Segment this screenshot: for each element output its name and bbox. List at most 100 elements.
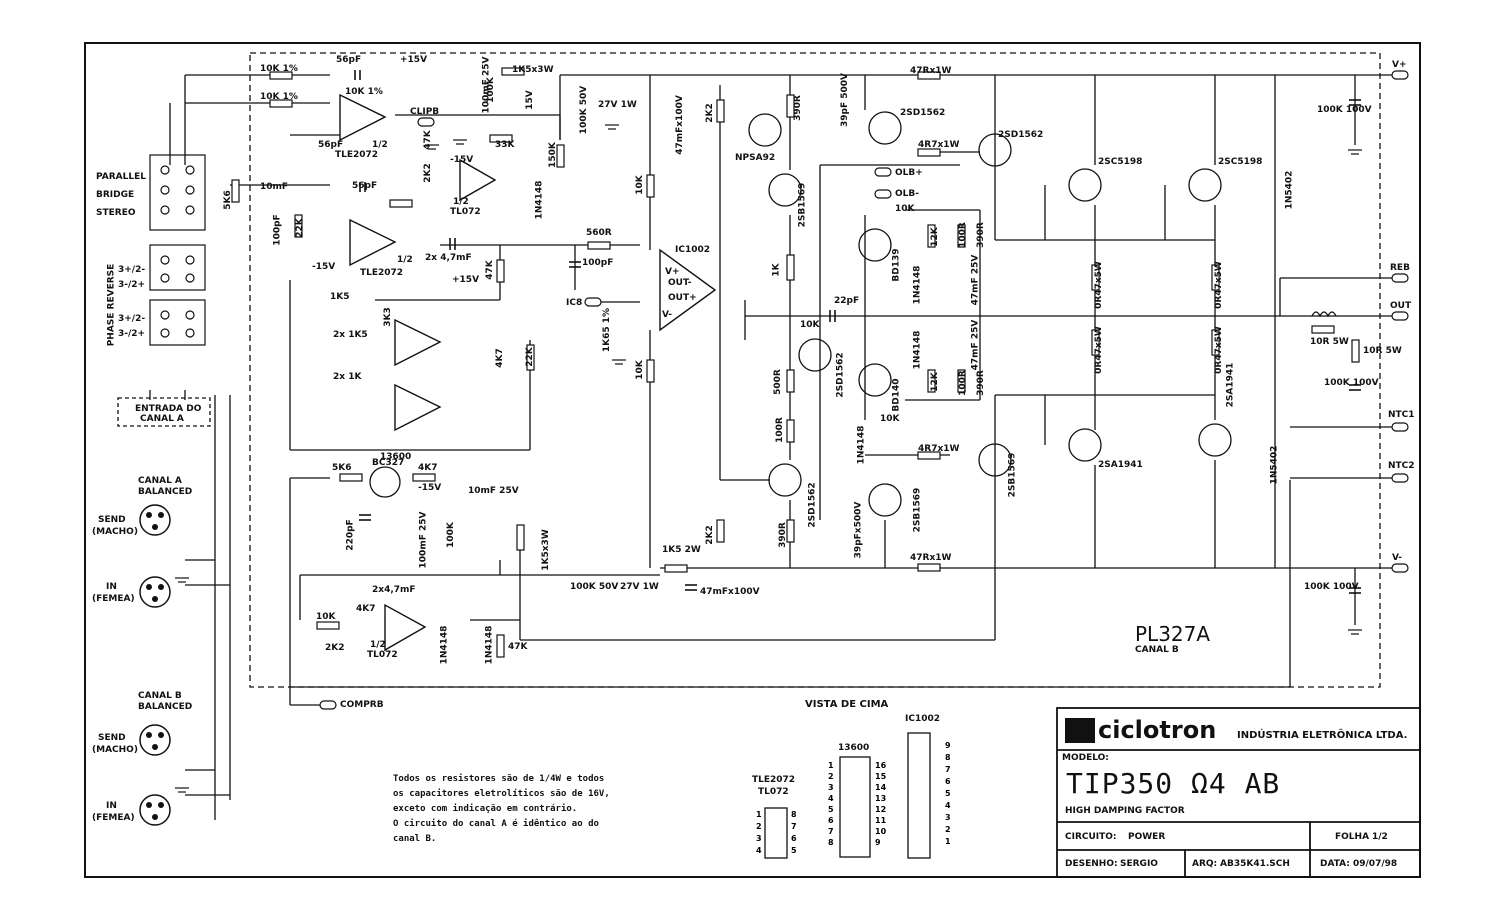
ic-pin-number: 13 [875,794,886,803]
ic-pin-number: 8 [791,810,797,819]
resistor-symbols [231,67,1360,658]
r0r47-b-label: 0R47x5W [1093,326,1104,374]
c100k100v-b-label: 100K 100V [1304,582,1359,592]
ic-pin-number: 2 [828,772,834,781]
half-c-label: 1/2 [453,197,469,207]
r47rx1w-a-label: 47Rx1W [910,66,952,76]
capacitor-symbols [354,70,1361,594]
d1n4148-a-label: 1N4148 [534,180,545,220]
c56p-b-label: 56pF [318,140,344,150]
r1k5-a-label: 1K5 [330,292,350,302]
ntc1-label: NTC1 [1388,410,1415,420]
r10k-f-label: 10K [316,612,336,622]
ic-pin-number: 2 [756,822,762,831]
r0r47-d-label: 0R47x5W [1213,326,1224,374]
ic-pin-number: 8 [828,838,834,847]
q2sb1569-a-label: 2SB1569 [797,182,808,228]
pr4-label: 3-/2+ [118,329,146,339]
c47m100v-b-label: 47mFx100V [700,587,760,597]
tle2072-b-label: TLE2072 [360,268,404,278]
q2sd1562-c-label: 2SD1562 [835,352,846,398]
ic-pin-number: 4 [945,801,951,810]
note-line-1: Todos os resistores são de 1/4W e todos [393,774,605,784]
c22pf-label: 22pF [834,296,860,306]
ntc2-label: NTC2 [1388,461,1415,471]
note-line-5: canal B. [393,834,437,844]
ic1002-outm-label: OUT- [668,278,692,288]
r2k2-a-label: 2K2 [422,163,433,183]
ic-pin-number: 1 [945,837,951,846]
phase-reverse-label: PHASE REVERSE [106,263,117,347]
vminus-label: V- [1392,553,1403,563]
bd139-label: BD139 [891,248,902,282]
ic-pin-number: 5 [791,846,797,855]
note-line-2: os capacitores eletrolíticos são de 16V, [393,789,610,799]
m15-a-label: -15V [450,155,474,165]
d1n4148-b-label: 1N4148 [912,265,923,305]
bridge-label: BRIDGE [96,190,135,200]
terminal-symbols [319,70,1409,710]
d1n4148-d-label: 1N4148 [856,425,867,465]
ic-pin-number: 3 [828,783,834,792]
folha-value: 1/2 [1372,832,1388,842]
r2x1k-label: 2x 1K [333,372,362,382]
ic-pin-number: 6 [791,834,797,843]
olbm-label: OLB- [895,189,919,199]
macho-a-label: (MACHO) [92,527,138,537]
send-a-label: SEND [98,515,126,525]
c2x47mf-a-label: 2x 4,7mF [425,253,472,263]
femea-b-label: (FEMEA) [92,813,135,823]
canal-a-small-label: CANAL A [140,414,184,424]
ic-pin-number: 3 [945,813,951,822]
reb-label: REB [1390,263,1410,273]
ic-pin-number: 7 [791,822,797,831]
p15-b-label: +15V [452,275,480,285]
r100-c-label: 100R [774,417,785,443]
z27-a-label: 27V 1W [598,100,637,110]
npsa92-label: NPSA92 [735,153,776,163]
note-line-4: O circuito do canal A é idêntico ao do [393,819,599,829]
opamp-symbols [339,93,717,652]
arq-label: ARQ: [1192,859,1218,869]
c47m25-a-label: 47mF 25V [970,254,981,306]
title-block-frame [1056,707,1421,878]
q2sc5198-b-label: 2SC5198 [1218,157,1263,167]
bc327-label: BC327 [372,458,405,468]
c13600-label: 13600 [380,452,412,462]
r5k6-label: 5K6 [332,463,352,473]
r47k-c-label: 47K [508,642,528,652]
data-label: DATA: [1320,859,1350,869]
ic-pin-number: 6 [828,816,834,825]
pr3-label: 3+/2- [118,314,146,324]
ic-pin-number: 1 [756,810,762,819]
pkg-tle-label-1: TLE2072 [752,775,796,785]
r100-b-label: 100R [957,370,968,396]
r47rx1w-b-label: 47Rx1W [910,553,952,563]
ic8-label: IC8 [566,298,583,308]
pkg-ic1002-label: IC1002 [905,714,941,724]
in-b-label: IN [106,801,117,811]
z15v-label: 15V [524,90,535,110]
r4r7-a-label: 4R7x1W [918,140,960,150]
r10r-a-label: 10R 5W [1310,337,1349,347]
r5k6-b-label: 5K6 [222,190,233,210]
r2k2-c-label: 2K2 [704,525,715,545]
in-a-label: IN [106,582,117,592]
desenho-label: DESENHO: [1065,859,1118,869]
ic-pin-number: 15 [875,772,887,781]
c56p-a-label: 56pF [336,55,362,65]
r10k-2-label: 10K 1% [260,92,298,102]
notes-block: Todos os resistores são de 1/4W e todos … [393,772,673,847]
r10k-3-label: 10K 1% [345,87,383,97]
r10k-d-label: 10K [880,414,900,424]
tl072-b-label: TL072 [367,650,398,660]
p15-a-label: +15V [400,55,428,65]
half-d-label: 1/2 [370,640,386,650]
c10mf-label: 10mF [260,182,289,192]
femea-a-label: (FEMEA) [92,594,135,604]
r3k3-label: 3K3 [382,307,393,327]
n5402-b-label: 1N5402 [1269,445,1280,485]
c47m100v-a-label: 47mFx100V [674,95,685,155]
desenho-value: SERGIO [1120,859,1158,869]
